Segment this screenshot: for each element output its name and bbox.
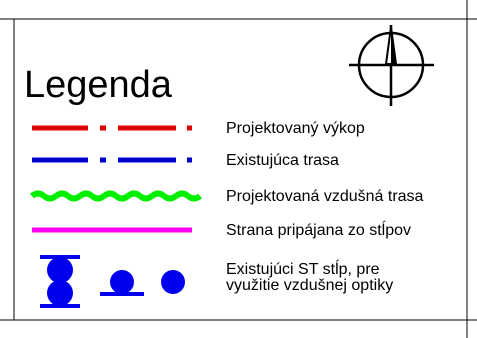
symbol-projected-aerial-route (30, 190, 202, 202)
label-projected-excavation: Projektovaný výkop (226, 120, 365, 137)
label-existing-pole-line2: využitie vzdušnej optiky (226, 277, 394, 294)
label-pole-connected-side: Strana pripájana zo stĺpov (226, 222, 411, 239)
label-projected-aerial-route: Projektovaná vzdušná trasa (226, 188, 424, 205)
label-existing-pole-line1: Existujúci ST stĺp, pre (226, 261, 380, 278)
symbol-existing-pole (40, 255, 185, 308)
label-existing-route: Existujúca trasa (226, 152, 339, 169)
north-arrow-icon (349, 25, 434, 106)
legend-title: Legenda (24, 64, 172, 106)
label-existing-pole: Existujúci ST stĺp, pre využitie vzdušne… (226, 262, 393, 294)
